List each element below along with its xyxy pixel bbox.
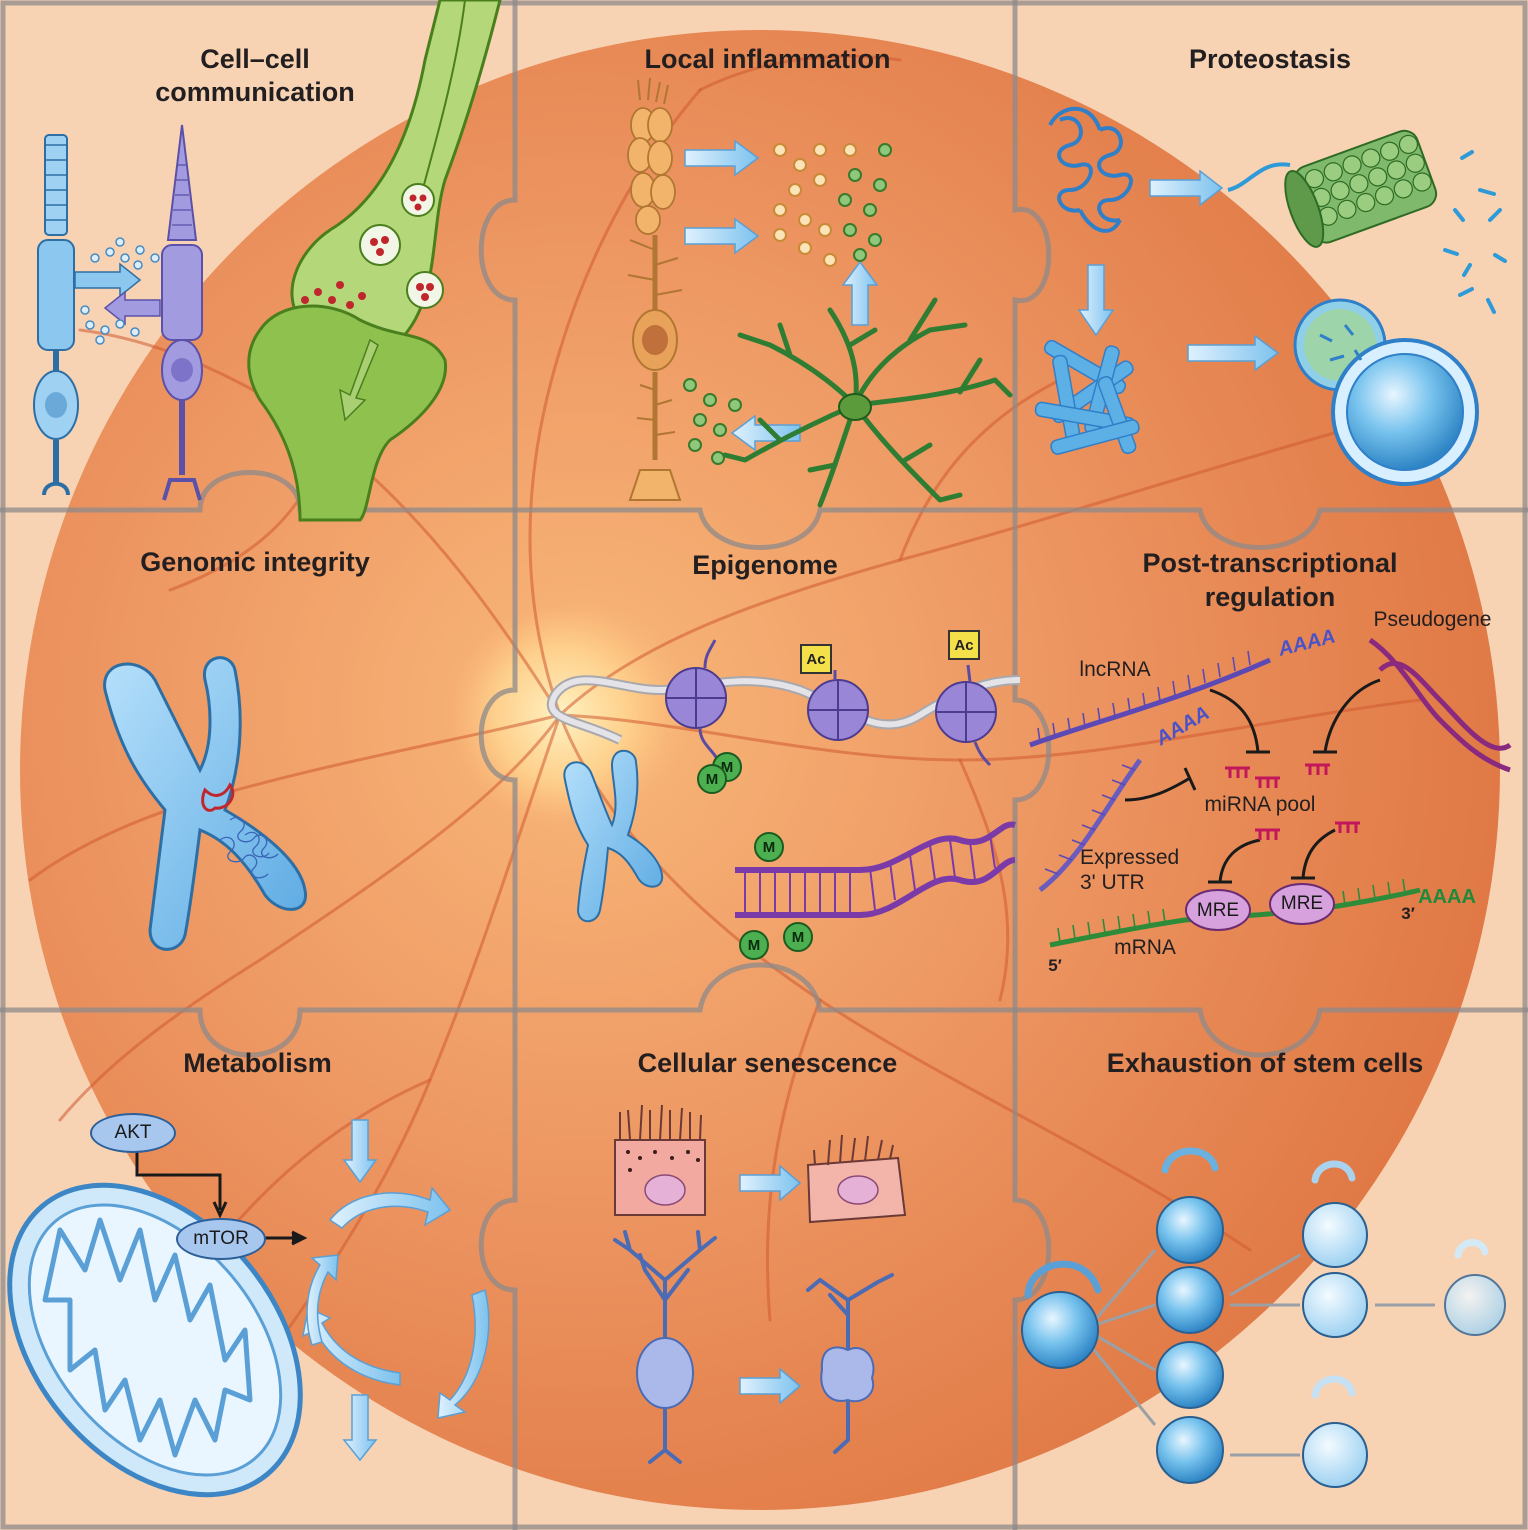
title-exhaustion-stem-cells: Exhaustion of stem cells: [1106, 1048, 1424, 1078]
mirna-icons: [1225, 763, 1360, 840]
neuron-body: [636, 1337, 694, 1409]
label-mrna: mRNA: [1114, 936, 1176, 959]
label-expressed-line1: Expressed: [1080, 846, 1180, 869]
label-lncrna: lncRNA: [1079, 658, 1151, 681]
mre-icon: [1185, 883, 1335, 931]
rpe-cell-senescent-icon: [806, 1134, 907, 1224]
akt-mtor-connector: [135, 1150, 308, 1246]
senescent-neuron-body: [820, 1346, 875, 1403]
bipolar-neuron-senescent-icon: [806, 1273, 894, 1454]
title-cell-cell-line2: communication: [155, 77, 355, 107]
proteasome-icon: [1227, 129, 1438, 248]
acetyl-mark-2: Ac: [948, 630, 980, 660]
title-post-transcriptional-line2: regulation: [1204, 582, 1336, 612]
label-three-prime: 3′: [1401, 904, 1415, 923]
cytokine-particles-icon: [683, 143, 892, 465]
label-mtor: mTOR: [176, 1218, 266, 1260]
label-mirna-pool: miRNA pool: [1204, 793, 1316, 816]
methyl-mark-5: M: [783, 922, 813, 952]
title-cell-cell-line1: Cell–cell: [200, 44, 310, 74]
label-expressed-line2: 3' UTR: [1080, 871, 1145, 894]
photoreceptor-rod-icon: [33, 134, 79, 496]
microglia-body: [838, 393, 872, 421]
chromosome-icon: [103, 656, 307, 951]
methyl-mark-4: M: [739, 930, 769, 960]
blood-vessels: [28, 54, 1422, 1382]
label-mre-1: MRE: [1196, 900, 1240, 921]
label-five-prime: 5′: [1048, 956, 1062, 975]
peptide-fragments-icon: [1443, 150, 1507, 314]
label-akt: AKT: [90, 1113, 176, 1153]
lncrna-ticks: [1037, 650, 1251, 875]
photoreceptor-column-icon: [627, 77, 683, 501]
methyl-mark-3: M: [754, 832, 784, 862]
dna-helix-icon: [735, 821, 1016, 918]
title-post-transcriptional-line1: Post-transcriptional: [1142, 548, 1398, 578]
label-polya-3: AAAA: [1418, 886, 1476, 908]
folded-protein-icon: [1048, 106, 1133, 233]
exchange-arrows-icon: [74, 237, 161, 345]
methyl-mark-2: M: [697, 764, 727, 794]
title-genomic-integrity: Genomic integrity: [140, 547, 370, 577]
title-epigenome: Epigenome: [692, 550, 838, 580]
title-metabolism: Metabolism: [183, 1048, 332, 1078]
title-proteostasis: Proteostasis: [1188, 44, 1352, 74]
protein-aggregate-icon: [1034, 339, 1140, 455]
autophagosome-icon: [1293, 298, 1479, 486]
proteostasis-arrows-icon: [1077, 169, 1280, 372]
label-pseudogene: Pseudogene: [1373, 608, 1492, 631]
self-renewal-arrows: [1024, 1147, 1489, 1399]
photoreceptor-cone-icon: [161, 124, 203, 501]
release-arrows-icon: [684, 139, 879, 452]
bipolar-neuron-healthy-icon: [613, 1230, 717, 1464]
label-mre-2: MRE: [1280, 893, 1324, 914]
senescence-arrows-icon: [739, 1164, 802, 1405]
pseudogene-helix-icon: [1368, 637, 1512, 773]
small-chromosome-icon: [563, 749, 664, 923]
nucleosome-icon: [665, 667, 997, 743]
microglia-icon: [722, 297, 1013, 508]
stem-cell-icon: [1021, 1196, 1506, 1488]
rpe-cell-healthy-icon: [614, 1104, 706, 1216]
title-local-inflammation: Local inflammation: [644, 44, 891, 74]
acetyl-mark-1: Ac: [800, 644, 832, 674]
inhibition-arrows: [1124, 678, 1381, 884]
title-cellular-senescence: Cellular senescence: [637, 1048, 898, 1078]
synapse-icon: [247, 0, 502, 522]
mitochondrion-icon: [7, 1182, 303, 1498]
tca-cycle-icon: [301, 1119, 490, 1462]
stem-cell-arrows: [1088, 1249, 1435, 1457]
